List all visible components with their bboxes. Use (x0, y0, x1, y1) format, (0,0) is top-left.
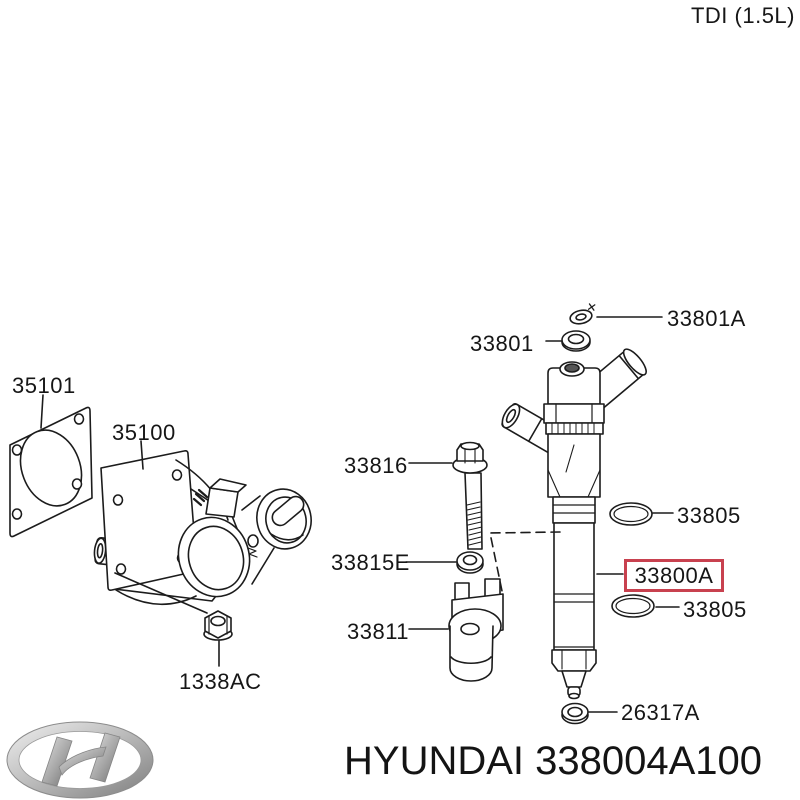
part-label-33816: 33816 (344, 453, 408, 478)
leader-line-1338ac-part (114, 572, 208, 614)
injector-clamp-bracket-drawing (448, 578, 504, 682)
part-label-33805-upper: 33805 (677, 503, 741, 528)
part-label-33805-lower: 33805 (683, 597, 747, 622)
injector-retainer-clip-drawing (569, 303, 596, 325)
injector-seal-ring-drawing (561, 330, 591, 352)
part-label-33815e: 33815E (331, 550, 410, 575)
part-label-33811: 33811 (347, 619, 410, 644)
nozzle-seal-washer-drawing (561, 702, 589, 725)
part-label-33801a: 33801A (667, 306, 746, 331)
fuel-injector-drawing (501, 348, 647, 700)
part-label-33801: 33801 (470, 331, 534, 356)
highlighted-part-label-33800a: 33800A (624, 559, 724, 592)
o-ring-lower-drawing (611, 594, 655, 618)
leader-line-35100 (140, 440, 144, 470)
diagram-title: TDI (1.5L) (690, 3, 795, 28)
clamp-bolt-drawing (452, 441, 488, 550)
part-label-26317a: 26317A (621, 700, 700, 725)
leader-line-35101 (40, 394, 44, 429)
footer-part-number: HYUNDAI 338004A100 (344, 739, 763, 783)
clamp-washer-drawing (456, 551, 484, 574)
part-label-35100: 35100 (112, 420, 176, 445)
o-ring-upper-drawing (609, 502, 653, 526)
part-label-33800a: 33800A (634, 562, 714, 588)
part-label-1338ac: 1338AC (179, 669, 262, 694)
part-label-35101: 35101 (12, 373, 76, 398)
flange-nut-drawing (203, 610, 233, 641)
throttle-body-drawing (93, 450, 312, 606)
dashed-assembly-line (489, 531, 561, 592)
hyundai-logo-h (41, 732, 121, 787)
throttle-body-gasket-drawing (9, 406, 93, 538)
hyundai-logo (6, 721, 154, 799)
leader-lines (40, 316, 680, 713)
